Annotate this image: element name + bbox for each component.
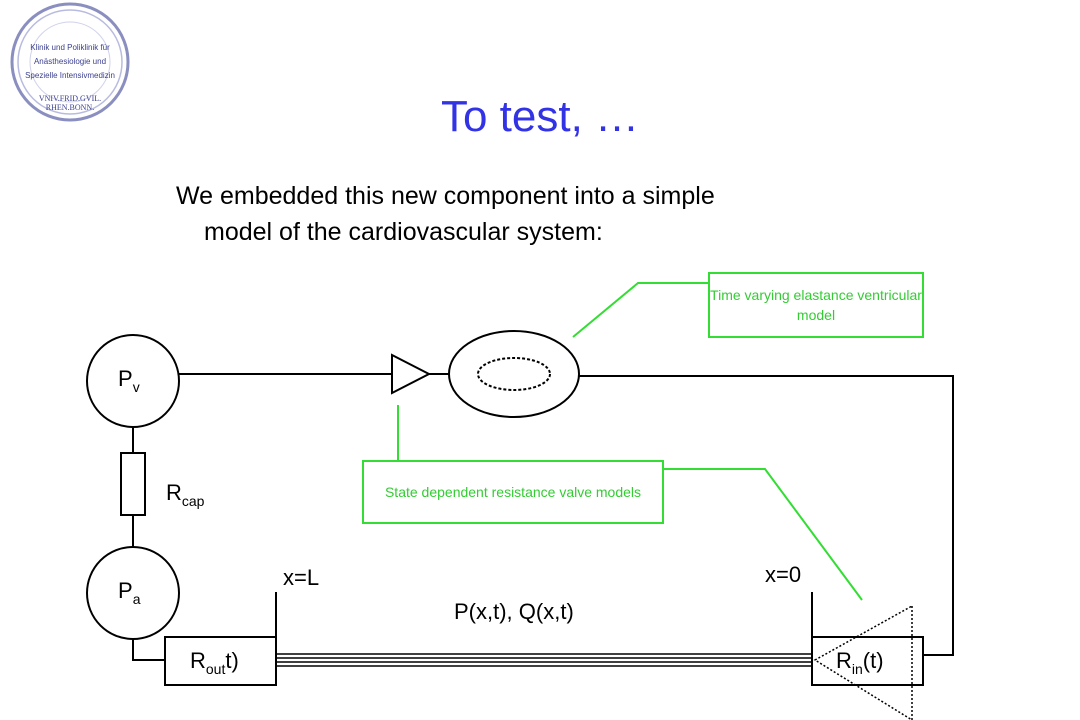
slide-body: We embedded this new component into a si…: [176, 178, 715, 250]
rin-label: Rin(t): [836, 648, 884, 677]
seal-line-2: Anästhesiologie und: [33, 57, 107, 66]
valve-callout-pointer-right: [663, 468, 863, 601]
pq-label: P(x,t), Q(x,t): [454, 599, 574, 624]
body-line-2: model of the cardiovascular system:: [204, 218, 603, 246]
ventricle-inner: [477, 357, 551, 391]
x-l-label: x=L: [283, 565, 320, 590]
rout-label: Routt): [190, 648, 239, 677]
seal-motto-2: RHEN.BONN.: [45, 103, 95, 112]
pa-to-rout-wire: [132, 639, 165, 661]
pv-label: Pv: [118, 366, 140, 395]
pa-label: Pa: [118, 578, 141, 607]
seal-motto-1: VNIV.FRID.GVIL.: [38, 94, 102, 103]
valve-callout-box: State dependent resistance valve models: [362, 460, 664, 524]
seal-line-3: Spezielle Intensivmedizin: [25, 71, 115, 80]
outflow-valve-triangle: [813, 604, 913, 720]
elastance-callout-box: Time varying elastance ventricular model: [708, 272, 924, 338]
inflow-valve-triangle: [391, 353, 432, 395]
seal-line-1: Klinik und Poliklinik für: [30, 43, 110, 52]
rcap-label: Rcap: [166, 480, 205, 509]
elastance-callout-pointer: [572, 282, 709, 338]
body-line-1: We embedded this new component into a si…: [176, 182, 715, 210]
rcap-resistor: [120, 452, 146, 516]
ventricle-outflow-wire: [579, 375, 954, 656]
x-0-label: x=0: [765, 562, 802, 587]
slide-title: To test, …: [440, 92, 640, 141]
rout-box: [164, 636, 277, 686]
university-seal-logo: [10, 2, 130, 122]
ventricle-outer: [448, 330, 580, 418]
rin-box: [811, 636, 924, 686]
